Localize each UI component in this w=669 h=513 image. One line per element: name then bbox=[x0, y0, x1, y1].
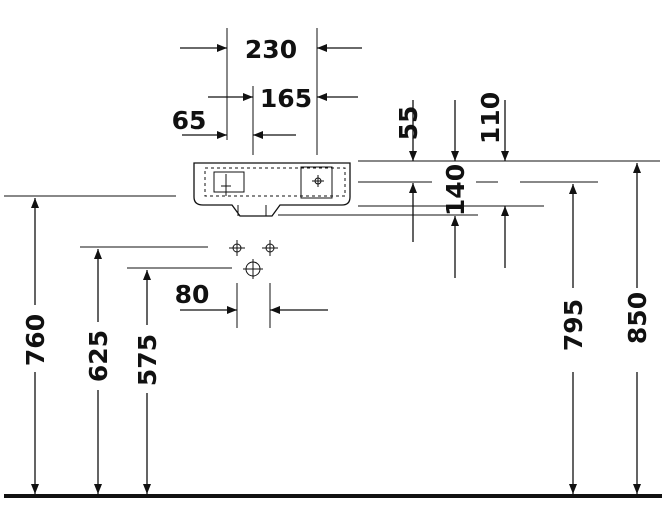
dimension-label-760: 760 bbox=[21, 314, 50, 366]
dimension-label-575: 575 bbox=[133, 334, 162, 386]
waste-connection bbox=[243, 259, 263, 279]
dimension-label-55: 55 bbox=[394, 106, 423, 141]
dimension-label-110: 110 bbox=[476, 92, 505, 144]
dimension-165 bbox=[208, 86, 358, 155]
dimension-label-140: 140 bbox=[441, 164, 470, 216]
supply-connection-right bbox=[262, 240, 278, 256]
dimension-label-230: 230 bbox=[245, 35, 297, 64]
dimension-label-795: 795 bbox=[559, 299, 588, 351]
basin-outline bbox=[193, 162, 351, 217]
supply-connection-left bbox=[229, 240, 245, 256]
tap-hole-marker bbox=[221, 174, 324, 196]
dimension-label-165: 165 bbox=[260, 84, 312, 113]
dimension-label-80: 80 bbox=[175, 280, 210, 309]
dimension-label-850: 850 bbox=[623, 292, 652, 344]
dimension-label-625: 625 bbox=[84, 330, 113, 382]
dimension-label-65: 65 bbox=[172, 106, 207, 135]
dimension-80 bbox=[180, 283, 328, 328]
dimension-230 bbox=[180, 28, 362, 155]
